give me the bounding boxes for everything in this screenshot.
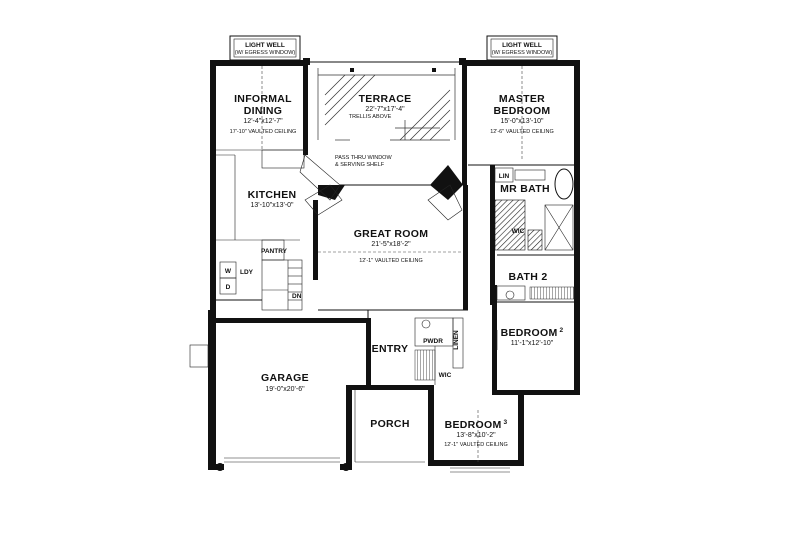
room-porch: PORCH	[370, 418, 409, 430]
light-well-left-title: LIGHT WELL	[245, 42, 285, 49]
light-well-right-title: LIGHT WELL	[502, 42, 542, 49]
light-well-right-note: (W/ EGRESS WINDOW)	[492, 50, 553, 56]
master-bedroom-name-2: BEDROOM	[494, 105, 551, 117]
room-bath2: BATH 2	[509, 271, 548, 283]
linen-label: LINEN	[453, 330, 460, 350]
exterior-walls	[208, 58, 580, 470]
terrace-note: TRELLIS ABOVE	[349, 114, 392, 120]
terrace-name: TERRACE	[359, 93, 412, 105]
terrace-dims: 22'-7"x17'-4"	[365, 106, 405, 113]
pass-thru-line-2: & SERVING SHELF	[335, 162, 385, 168]
porch-name: PORCH	[370, 418, 409, 430]
informal-dining-name-1: INFORMAL	[234, 93, 292, 105]
bath2-name: BATH 2	[509, 271, 548, 283]
lin-master-label: LIN	[499, 173, 510, 180]
kitchen-utility-labels: PANTRY W D LDY DN	[225, 248, 302, 300]
garage-dims: 19'-0"x20'-6"	[265, 386, 305, 393]
dryer-label: D	[226, 284, 231, 291]
garage-name: GARAGE	[261, 372, 309, 384]
light-well-left-note: (W/ EGRESS WINDOW)	[235, 50, 296, 56]
powder-label: PWDR	[423, 338, 443, 345]
light-well-left: LIGHT WELL (W/ EGRESS WINDOW)	[229, 35, 301, 61]
terrace-trellis	[317, 68, 456, 141]
kitchen-name: KITCHEN	[248, 189, 297, 201]
great-room-dims: 21'-5"x18'-2"	[371, 241, 411, 248]
mr-bath-name: MR BATH	[500, 183, 550, 195]
room-great-room: GREAT ROOM 21'-5"x18'-2" 12'-1" VAULTED …	[354, 228, 429, 264]
entry-name: ENTRY	[372, 343, 409, 355]
wic-master-label: WIC	[512, 228, 525, 235]
bedroom3-note: 12'-1" VAULTED CEILING	[444, 442, 508, 448]
washer-label: W	[225, 268, 232, 275]
master-bedroom-name-1: MASTER	[499, 93, 545, 105]
room-terrace: TERRACE 22'-7"x17'-4" TRELLIS ABOVE	[349, 93, 412, 120]
informal-dining-dims: 12'-4"x12'-7"	[243, 118, 283, 125]
master-bedroom-dims: 15'-0"x13'-10"	[500, 118, 544, 125]
master-bedroom-note: 12'-6" VAULTED CEILING	[490, 129, 554, 135]
pass-thru-window-label: PASS THRU WINDOW & SERVING SHELF	[335, 155, 392, 168]
room-master-bedroom: MASTER BEDROOM 15'-0"x13'-10" 12'-6" VAU…	[490, 93, 554, 135]
great-room-name: GREAT ROOM	[354, 228, 429, 240]
room-informal-dining: INFORMAL DINING 12'-4"x12'-7" 17'-10" VA…	[230, 93, 297, 135]
pantry-label: PANTRY	[261, 248, 288, 255]
room-mr-bath: MR BATH LIN WIC	[499, 173, 550, 235]
pass-thru-line-1: PASS THRU WINDOW	[335, 155, 392, 161]
interior-walls	[189, 60, 578, 473]
laundry-label: LDY	[240, 269, 254, 276]
room-kitchen: KITCHEN 13'-10"x13'-0"	[248, 189, 297, 209]
informal-dining-name-2: DINING	[244, 105, 283, 117]
light-well-right: LIGHT WELL (W/ EGRESS WINDOW)	[486, 35, 558, 61]
informal-dining-note: 17'-10" VAULTED CEILING	[230, 129, 297, 135]
bedroom2-dims: 11'-1"x12'-10"	[511, 340, 554, 347]
down-label: DN	[292, 293, 302, 300]
great-room-note: 12'-1" VAULTED CEILING	[359, 258, 423, 264]
room-garage: GARAGE 19'-0"x20'-6"	[261, 372, 309, 393]
wic-entry-label: WIC	[439, 372, 452, 379]
room-entry: ENTRY PWDR LINEN WIC	[372, 330, 460, 379]
kitchen-dims: 13'-10"x13'-0"	[250, 202, 294, 209]
bedroom3-dims: 13'-8"x10'-2"	[456, 432, 496, 439]
